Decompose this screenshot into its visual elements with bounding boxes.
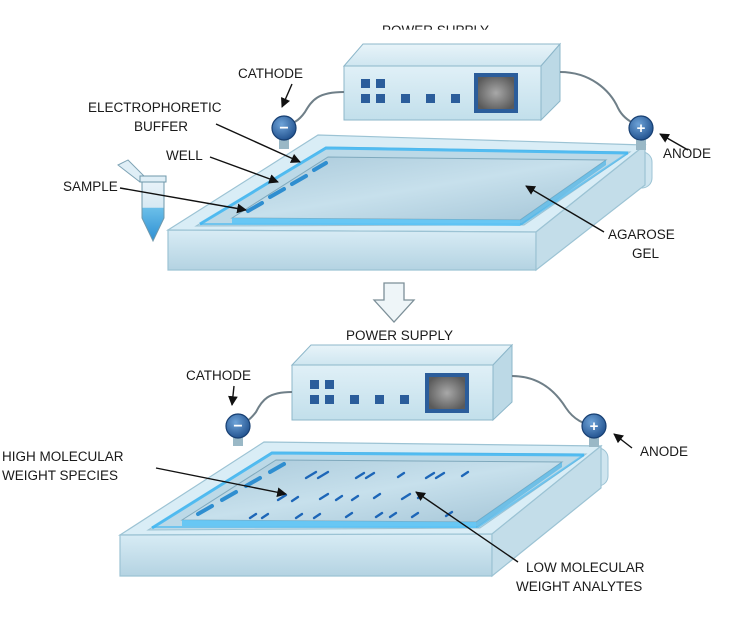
sample-tube-icon bbox=[117, 159, 167, 243]
bottom-power-supply bbox=[290, 343, 514, 422]
top-power-supply bbox=[342, 42, 562, 122]
top-buffer-label-line2: BUFFER bbox=[134, 119, 188, 134]
bottom-labels: POWER SUPPLY CATHODE ANODE HIGH MOLECULA… bbox=[2, 328, 688, 594]
bottom-low-mw-label-line2: WEIGHT ANALYTES bbox=[516, 579, 642, 594]
top-power-supply-title: POWER SUPPLY bbox=[382, 23, 489, 38]
top-power-display-icon bbox=[478, 77, 514, 109]
bottom-dna-bands bbox=[196, 462, 470, 520]
top-wells bbox=[246, 161, 328, 213]
bottom-cathode-label: CATHODE bbox=[186, 368, 251, 383]
bottom-power-buttons bbox=[310, 380, 409, 404]
bottom-cathode-terminal: − bbox=[225, 413, 251, 446]
bottom-anode-terminal: + bbox=[581, 413, 607, 447]
top-power-buttons bbox=[361, 79, 460, 103]
bottom-power-supply-label: POWER SUPPLY bbox=[346, 328, 453, 343]
bottom-agarose-gel-slab bbox=[180, 459, 564, 528]
bottom-buffer-glow bbox=[151, 451, 585, 530]
top-agarose-gel-slab bbox=[230, 156, 608, 226]
top-buffer-label-line1: ELECTROPHORETIC bbox=[88, 100, 222, 115]
top-cathode-terminal: − bbox=[271, 115, 297, 149]
bottom-anode-symbol: + bbox=[590, 418, 599, 435]
top-cathode-symbol: − bbox=[279, 120, 288, 137]
top-well-label: WELL bbox=[166, 148, 203, 163]
top-leader-arrows bbox=[119, 83, 689, 233]
top-apparatus bbox=[165, 134, 653, 272]
top-anode-terminal: + bbox=[628, 115, 654, 150]
bottom-anode-label: ANODE bbox=[640, 444, 688, 459]
bottom-low-mw-label-line1: LOW MOLECULAR bbox=[526, 560, 645, 575]
bottom-power-display-icon bbox=[429, 377, 465, 409]
top-cathode-label: CATHODE bbox=[238, 66, 303, 81]
top-sample-label: SAMPLE bbox=[63, 179, 118, 194]
bottom-cathode-symbol: − bbox=[233, 418, 242, 435]
bottom-apparatus bbox=[117, 441, 609, 578]
bottom-high-mw-label-line2: WEIGHT SPECIES bbox=[2, 468, 118, 483]
bottom-high-mw-label-line1: HIGH MOLECULAR bbox=[2, 449, 124, 464]
top-anode-label: ANODE bbox=[663, 146, 711, 161]
top-anode-symbol: + bbox=[637, 120, 646, 137]
top-agarose-label-line1: AGAROSE bbox=[608, 227, 675, 242]
bottom-leader-arrows bbox=[155, 385, 633, 563]
process-down-arrow bbox=[372, 282, 416, 323]
top-agarose-label-line2: GEL bbox=[632, 246, 660, 261]
